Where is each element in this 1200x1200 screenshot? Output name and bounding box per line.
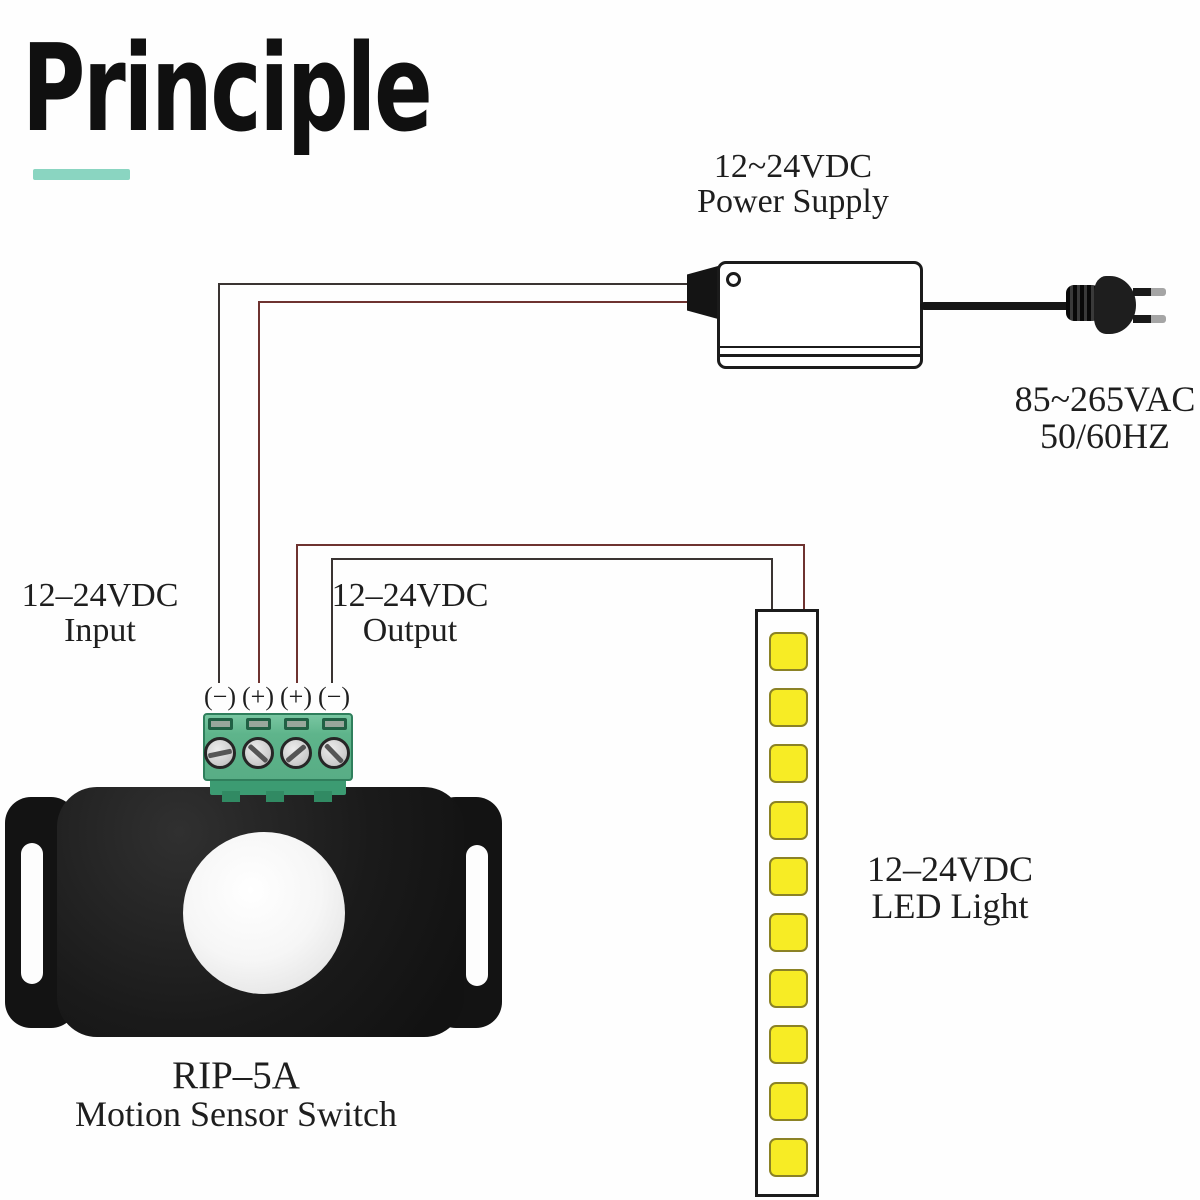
led-chip	[769, 1082, 808, 1121]
pir-sensor-dome	[183, 832, 345, 994]
ac-frequency: 50/60HZ	[1040, 415, 1170, 456]
device-name: Motion Sensor Switch	[74, 1093, 397, 1134]
device-model: RIP–5A	[172, 1054, 300, 1097]
power-supply-screw-hole	[726, 272, 741, 287]
terminal-screw	[242, 737, 274, 769]
output-word: Output	[362, 611, 458, 649]
input-label: 12–24VDC Input	[8, 577, 192, 649]
screw-slot	[247, 743, 269, 763]
wire-input-positive-horizontal	[258, 301, 688, 303]
led-strip	[755, 609, 819, 1197]
wire-output-positive-horizontal	[296, 544, 805, 546]
terminal-wire-slot	[284, 718, 309, 730]
terminal-block-tab	[222, 791, 240, 802]
wire-input-positive-vertical	[258, 301, 260, 683]
terminal-wire-slot	[208, 718, 233, 730]
terminal-polarity-label: (−)	[318, 682, 350, 711]
mounting-slot-left	[21, 843, 43, 984]
input-voltage: 12–24VDC	[21, 577, 179, 614]
led-chip	[769, 857, 808, 896]
terminal-screw	[280, 737, 312, 769]
terminal-block-tab	[314, 791, 332, 802]
terminal-screw	[318, 737, 350, 769]
ac-rating-label: 85~265VAC 50/60HZ	[1005, 381, 1200, 454]
terminal-block-tab	[266, 791, 284, 802]
wire-output-positive-vertical	[296, 545, 298, 683]
dc-cord-strain-relief	[687, 266, 718, 319]
ac-power-cord	[920, 302, 1072, 310]
led-chip	[769, 969, 808, 1008]
screw-slot	[323, 742, 345, 764]
plug-pin	[1133, 315, 1166, 323]
wire-output-positive-drop	[803, 544, 805, 609]
terminal-polarity-label: (−)	[204, 682, 236, 711]
led-chip	[769, 913, 808, 952]
page-title: Principle	[22, 20, 433, 159]
wire-output-negative-horizontal	[331, 558, 773, 560]
led-chip	[769, 632, 808, 671]
power-supply-name: Power Supply	[697, 182, 889, 220]
output-label: 12–24VDC Output	[318, 577, 502, 649]
led-chip	[769, 1138, 808, 1177]
terminal-block-lip	[210, 779, 346, 795]
wire-input-negative-vertical	[218, 283, 220, 683]
power-supply-label: 12~24VDC Power Supply	[658, 148, 928, 220]
title-underline	[33, 169, 130, 180]
eu-plug-body	[1094, 276, 1136, 334]
power-supply-seam-line	[720, 346, 920, 348]
power-supply-voltage: 12~24VDC	[713, 148, 873, 185]
power-supply-seam-line	[720, 354, 920, 357]
mounting-slot-right	[466, 845, 488, 986]
led-chip	[769, 801, 808, 840]
terminal-wire-slot	[322, 718, 347, 730]
wire-output-negative-vertical	[331, 559, 333, 683]
power-supply-box	[717, 261, 923, 369]
terminal-polarity-label: (+)	[242, 682, 274, 711]
led-chip	[769, 744, 808, 783]
plug-pin	[1133, 288, 1166, 296]
input-word: Input	[64, 611, 136, 649]
led-chip	[769, 688, 808, 727]
terminal-screw	[204, 737, 236, 769]
wire-input-negative-horizontal	[218, 283, 688, 285]
led-name: LED Light	[871, 885, 1029, 926]
led-voltage: 12–24VDC	[866, 849, 1033, 889]
output-voltage: 12–24VDC	[331, 577, 489, 614]
led-light-label: 12–24VDC LED Light	[848, 851, 1052, 924]
screw-slot	[207, 748, 233, 758]
terminal-polarity-label: (+)	[280, 682, 312, 711]
terminal-wire-slot	[246, 718, 271, 730]
wire-output-negative-drop	[771, 558, 773, 609]
ac-voltage: 85~265VAC	[1014, 379, 1196, 419]
led-chip	[769, 1025, 808, 1064]
screw-slot	[285, 743, 307, 763]
device-label: RIP–5A Motion Sensor Switch	[51, 1056, 421, 1132]
